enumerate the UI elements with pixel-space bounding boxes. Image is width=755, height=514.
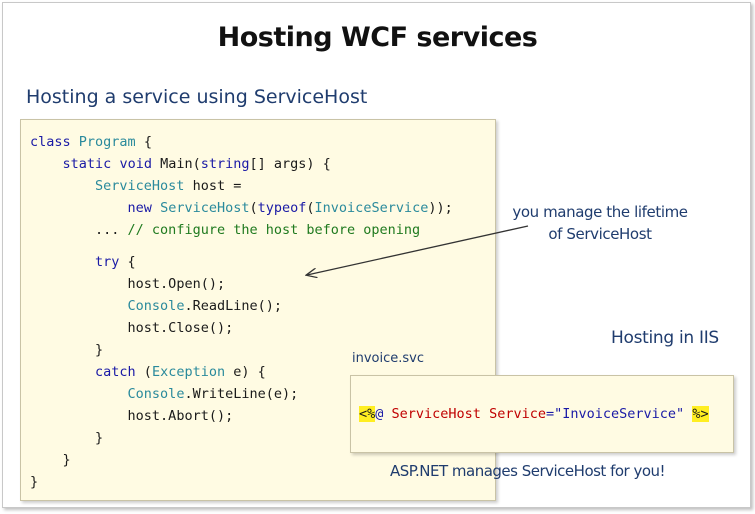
code-token: void xyxy=(119,156,152,172)
callout-line-2: of ServiceHost xyxy=(548,225,652,243)
code-token: ServiceHost xyxy=(95,178,185,194)
code-indent xyxy=(30,364,95,380)
code-token: ( xyxy=(306,200,315,216)
code-comment: // configure the host before opening xyxy=(127,222,421,238)
code-token: .ReadLine(); xyxy=(184,298,282,314)
svc-code-line: <%@ ServiceHost Service="InvoiceService"… xyxy=(359,406,709,422)
code-token: Console xyxy=(127,386,185,402)
code-indent xyxy=(30,408,128,424)
code-line-15: } xyxy=(30,452,71,468)
code-token: e) { xyxy=(225,364,266,380)
code-line-8: Console.ReadLine(); xyxy=(30,298,282,314)
code-token: typeof xyxy=(257,200,307,216)
code-indent xyxy=(30,276,128,292)
code-token: [] args) { xyxy=(249,156,331,172)
svc-code-panel: <%@ ServiceHost Service="InvoiceService"… xyxy=(350,375,734,453)
code-token: ( xyxy=(249,200,258,216)
code-token: host = xyxy=(184,178,242,194)
code-token: ( xyxy=(135,364,152,380)
code-panel: class Program { static void Main(string[… xyxy=(20,119,496,501)
section-heading: Hosting a service using ServiceHost xyxy=(26,86,368,108)
code-token: { xyxy=(135,134,152,150)
svc-file-label: invoice.svc xyxy=(352,351,425,366)
code-indent xyxy=(30,452,63,468)
code-token: ServiceHost xyxy=(383,406,481,422)
code-token: catch xyxy=(95,364,136,380)
code-indent xyxy=(30,342,95,358)
code-token: } xyxy=(62,452,71,468)
code-token: Service xyxy=(480,406,546,422)
code-token: ServiceHost xyxy=(160,200,250,216)
code-line-4: new ServiceHost(typeof(InvoiceService)); xyxy=(30,200,453,216)
code-token: static xyxy=(62,156,112,172)
code-token: } xyxy=(95,430,104,446)
directive-close-tag: %> xyxy=(692,406,709,422)
code-indent xyxy=(30,430,95,446)
code-line-12: Console.WriteLine(e); xyxy=(30,386,299,402)
code-indent xyxy=(30,200,128,216)
code-token: Exception xyxy=(151,364,226,380)
code-line-9: host.Close(); xyxy=(30,320,234,336)
code-line-6: try { xyxy=(30,254,136,270)
callout-line-1: you manage the lifetime xyxy=(512,203,688,221)
code-token: class xyxy=(30,134,71,150)
code-token: = xyxy=(545,406,555,422)
code-token: InvoiceService xyxy=(314,200,429,216)
code-line-14: } xyxy=(30,430,103,446)
code-indent xyxy=(30,178,95,194)
code-indent xyxy=(30,222,95,238)
slide-title: Hosting WCF services xyxy=(217,22,538,53)
code-line-13: host.Abort(); xyxy=(30,408,234,424)
code-line-2: static void Main(string[] args) { xyxy=(30,156,331,172)
code-line-7: host.Open(); xyxy=(30,276,226,292)
code-line-5: ... // configure the host before opening xyxy=(30,222,420,238)
code-indent xyxy=(30,320,128,336)
code-indent xyxy=(30,254,95,270)
code-token: @ xyxy=(375,406,384,422)
code-token: ... xyxy=(95,222,128,238)
code-token: "InvoiceService" xyxy=(554,406,685,422)
code-token: host.Open(); xyxy=(127,276,226,292)
code-indent xyxy=(30,298,128,314)
code-token: try xyxy=(95,254,120,270)
code-token: } xyxy=(95,342,104,358)
footer-note: ASP.NET manages ServiceHost for you! xyxy=(390,462,666,480)
code-line-10: } xyxy=(30,342,103,358)
code-token: } xyxy=(30,474,39,490)
code-line-16: } xyxy=(30,474,38,490)
iis-heading: Hosting in IIS xyxy=(611,328,719,348)
code-token: { xyxy=(119,254,136,270)
code-token: Console xyxy=(127,298,185,314)
code-token: host.Close(); xyxy=(127,320,234,336)
code-token: string xyxy=(200,156,250,172)
code-line-3: ServiceHost host = xyxy=(30,178,241,194)
code-token: Main( xyxy=(151,156,201,172)
code-token: new xyxy=(127,200,152,216)
code-token: Program xyxy=(78,134,136,150)
directive-open-tag: <% xyxy=(359,406,376,422)
code-token: host.Abort(); xyxy=(127,408,234,424)
code-token: )); xyxy=(428,200,453,216)
code-line-1: class Program { xyxy=(30,134,152,150)
code-token: .WriteLine(e); xyxy=(184,386,299,402)
code-indent xyxy=(30,386,128,402)
lifetime-callout: you manage the lifetime of ServiceHost xyxy=(502,201,698,245)
code-indent xyxy=(30,156,63,172)
code-line-11: catch (Exception e) { xyxy=(30,364,266,380)
